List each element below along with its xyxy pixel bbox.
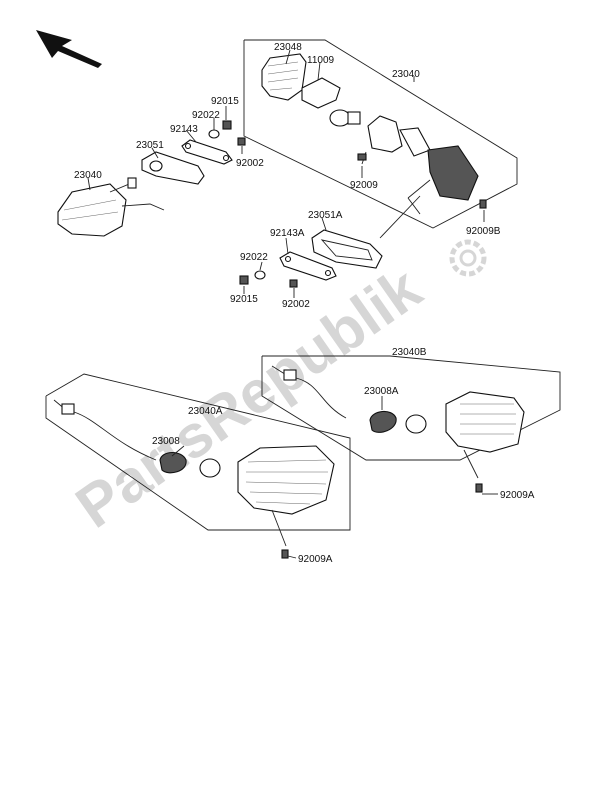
label-92009A-right: 92009A [500, 490, 535, 501]
label-92022-top: 92022 [192, 110, 220, 121]
label-23051: 23051 [136, 140, 164, 151]
label-92002-mid: 92002 [282, 299, 310, 310]
label-92002-top: 92002 [236, 158, 264, 169]
leader-lines [87, 49, 498, 559]
label-92009B: 92009B [466, 226, 501, 237]
label-23008: 23008 [152, 436, 180, 447]
part-92015-nut-mid [239, 275, 249, 285]
part-92002-bolt-mid [289, 279, 298, 288]
part-23051A-bracket [311, 229, 383, 269]
label-23048: 23048 [274, 42, 302, 53]
part-92009A-screw-left [281, 549, 289, 559]
part-23040B-lamp [271, 365, 525, 479]
part-23040A-lamp [53, 399, 335, 547]
part-23048-lens [261, 53, 307, 101]
label-23040B: 23040B [392, 347, 427, 358]
part-92022-washer-mid [254, 270, 266, 280]
label-11009: 11009 [307, 55, 335, 66]
frame-23040A [45, 373, 351, 531]
label-92015-top: 92015 [211, 96, 239, 107]
label-92143A: 92143A [270, 228, 305, 239]
label-92009: 92009 [350, 180, 378, 191]
frame-23040 [243, 39, 518, 229]
part-92009B-screw [479, 199, 487, 209]
part-23051-bracket [141, 151, 205, 185]
part-92143A-stay [279, 251, 337, 281]
label-92015-mid: 92015 [230, 294, 258, 305]
label-23008A: 23008A [364, 386, 399, 397]
part-92022-washer-top [208, 129, 220, 139]
part-92009A-screw-right [475, 483, 483, 493]
part-92002-bolt-top [237, 137, 246, 146]
label-92009A-left: 92009A [298, 554, 333, 565]
part-92143-stay [181, 139, 233, 165]
part-92015-nut-top [222, 120, 232, 130]
label-23040A: 23040A [188, 406, 223, 417]
part-11009-gasket [301, 77, 341, 109]
label-92143: 92143 [170, 124, 198, 135]
leader-23051A [379, 195, 421, 239]
part-housing-right [367, 115, 479, 215]
gear-watermark-icon [449, 239, 487, 277]
part-bulb-top [329, 109, 361, 127]
label-23040-left: 23040 [74, 170, 102, 181]
part-92009-screw [357, 151, 367, 165]
part-23040-lamp-left [57, 177, 165, 237]
label-92022-mid: 92022 [240, 252, 268, 263]
label-23040-top: 23040 [392, 69, 420, 80]
direction-arrow-icon [36, 30, 102, 68]
label-23051A: 23051A [308, 210, 343, 221]
